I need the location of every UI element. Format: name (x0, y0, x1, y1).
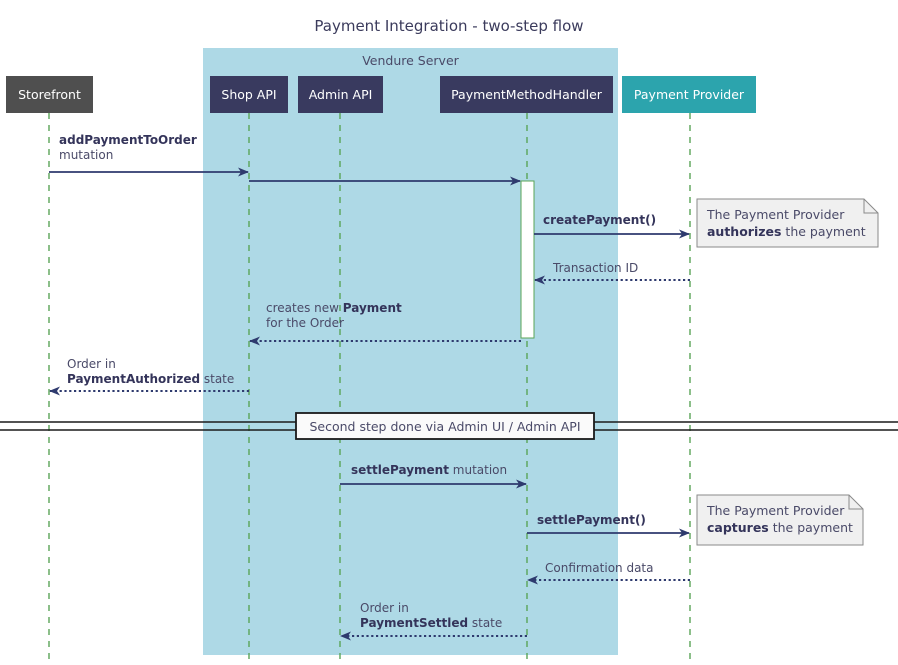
note-authorizes-fold-icon (863, 199, 878, 214)
diagram-title: Payment Integration - two-step flow (314, 17, 583, 35)
message-label-confirmation-data: Confirmation data (545, 561, 653, 575)
group-vendure-server: Vendure Server (203, 48, 618, 655)
group-background (203, 48, 618, 655)
participant-box-payment-provider (622, 76, 756, 113)
participant-label-admin-api: Admin API (309, 87, 373, 102)
message-label-settle-payment-mutation: settlePayment mutation (351, 463, 507, 477)
note-captures-fold-icon (848, 495, 863, 510)
message-transaction-id: Transaction ID (534, 261, 690, 285)
message-confirmation-data: Confirmation data (527, 561, 690, 585)
participant-label-storefront: Storefront (18, 87, 81, 102)
note-captures-body (696, 494, 864, 546)
message-settle-payment-call: settlePayment() (527, 513, 690, 538)
message-label-transaction-id: Transaction ID (552, 261, 638, 275)
participant-payment-method-handler[interactable]: PaymentMethodHandler (440, 76, 613, 113)
participant-label-payment-provider: Payment Provider (634, 87, 745, 102)
participant-box-payment-method-handler (440, 76, 613, 113)
divider-label-box (295, 412, 595, 440)
divider-label-text: Second step done via Admin UI / Admin AP… (309, 419, 580, 434)
participant-shop-api[interactable]: Shop API (210, 76, 288, 113)
group-label: Vendure Server (362, 53, 459, 68)
step-divider: Second step done via Admin UI / Admin AP… (0, 412, 898, 440)
participant-payment-provider[interactable]: Payment Provider (622, 76, 756, 113)
participant-box-admin-api (298, 76, 383, 113)
activation-bar-payment-method-handler (520, 180, 535, 339)
message-label-create-payment: createPayment() (543, 213, 656, 227)
lifelines (48, 113, 691, 661)
note-authorizes-body (696, 198, 879, 248)
message-label-settle-payment-call: settlePayment() (537, 513, 646, 527)
participant-admin-api[interactable]: Admin API (298, 76, 383, 113)
participant-box-storefront (6, 76, 93, 113)
participant-label-shop-api: Shop API (221, 87, 276, 102)
message-settle-payment-mutation: settlePayment mutation (340, 463, 527, 489)
participant-box-shop-api (210, 76, 288, 113)
message-create-payment: createPayment() (534, 213, 690, 239)
participant-label-payment-method-handler: PaymentMethodHandler (451, 87, 603, 102)
participant-storefront[interactable]: Storefront (6, 76, 93, 113)
participants: Storefront Shop API Admin API PaymentMethod… (6, 76, 756, 113)
